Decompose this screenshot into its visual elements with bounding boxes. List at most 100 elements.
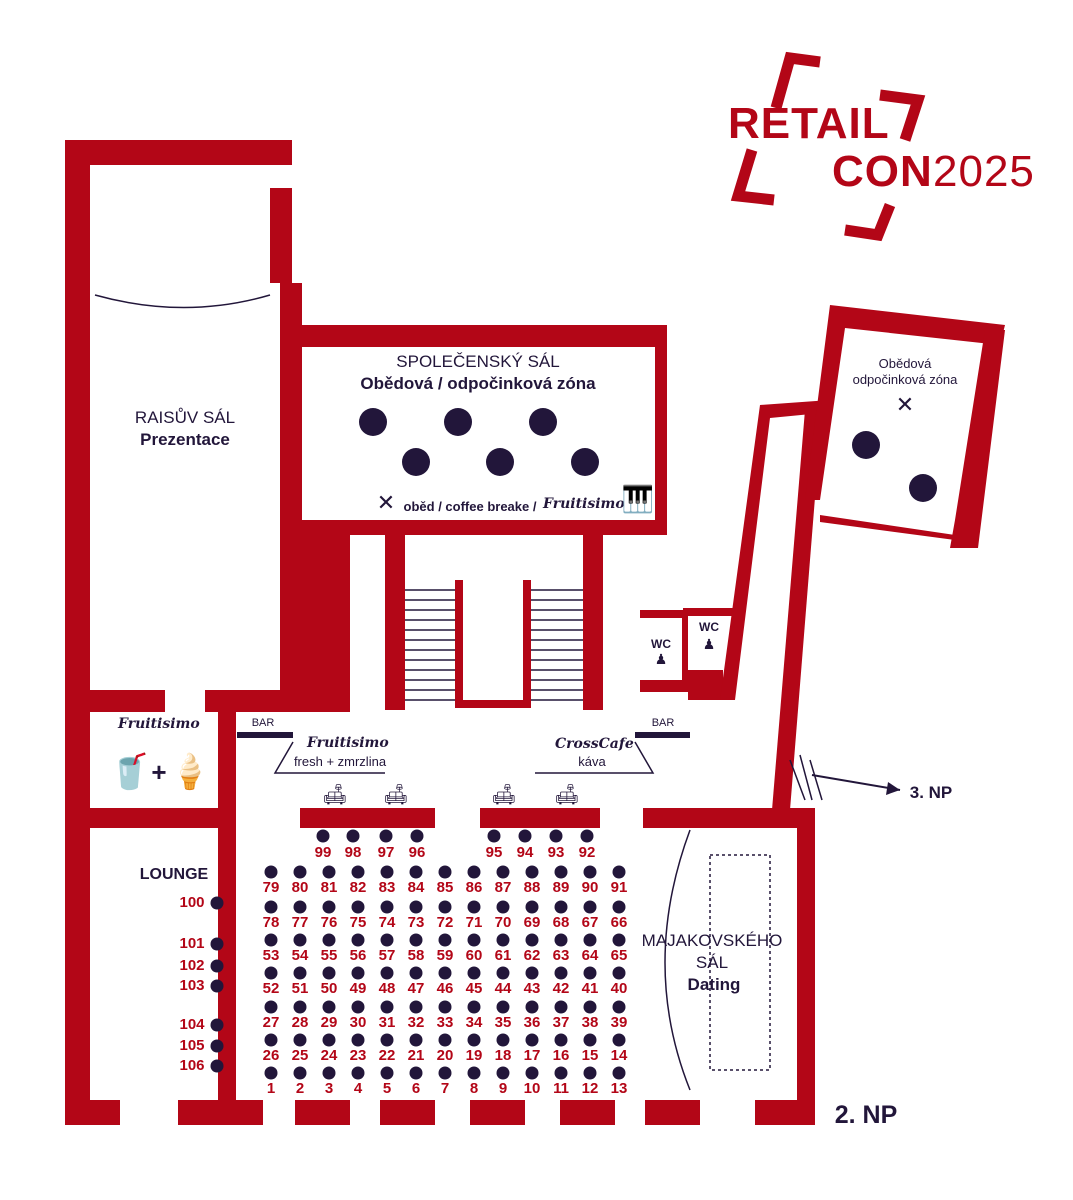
booth-74-marker[interactable]: [380, 900, 394, 914]
booth-65-marker[interactable]: [612, 933, 626, 947]
booth-84-marker[interactable]: [409, 865, 423, 879]
booth-54-marker[interactable]: [293, 933, 307, 947]
booth-101-marker[interactable]: [210, 937, 224, 951]
booth-23-marker[interactable]: [351, 1033, 365, 1047]
booth-11-marker[interactable]: [554, 1066, 568, 1080]
booth-89-marker[interactable]: [554, 865, 568, 879]
booth-10-marker[interactable]: [525, 1066, 539, 1080]
booth-90-marker[interactable]: [583, 865, 597, 879]
booth-50-marker[interactable]: [322, 966, 336, 980]
booth-13-marker[interactable]: [612, 1066, 626, 1080]
booth-30-marker[interactable]: [351, 1000, 365, 1014]
booth-36-marker[interactable]: [525, 1000, 539, 1014]
booth-78-marker[interactable]: [264, 900, 278, 914]
booth-8-marker[interactable]: [467, 1066, 481, 1080]
booth-24-marker[interactable]: [322, 1033, 336, 1047]
booth-85-marker[interactable]: [438, 865, 452, 879]
booth-72-marker[interactable]: [438, 900, 452, 914]
booth-61-marker[interactable]: [496, 933, 510, 947]
booth-56-marker[interactable]: [351, 933, 365, 947]
booth-81-marker[interactable]: [322, 865, 336, 879]
booth-38-marker[interactable]: [583, 1000, 597, 1014]
booth-53-marker[interactable]: [264, 933, 278, 947]
booth-88-marker[interactable]: [525, 865, 539, 879]
booth-67-marker[interactable]: [583, 900, 597, 914]
booth-98-marker[interactable]: [346, 829, 360, 843]
booth-2-marker[interactable]: [293, 1066, 307, 1080]
booth-91-marker[interactable]: [612, 865, 626, 879]
booth-22-marker[interactable]: [380, 1033, 394, 1047]
booth-55-marker[interactable]: [322, 933, 336, 947]
booth-94-marker[interactable]: [518, 829, 532, 843]
booth-100-marker[interactable]: [210, 896, 224, 910]
booth-97-marker[interactable]: [379, 829, 393, 843]
booth-58-marker[interactable]: [409, 933, 423, 947]
booth-79-marker[interactable]: [264, 865, 278, 879]
booth-80-marker[interactable]: [293, 865, 307, 879]
booth-4-marker[interactable]: [351, 1066, 365, 1080]
booth-5-marker[interactable]: [380, 1066, 394, 1080]
booth-93-marker[interactable]: [549, 829, 563, 843]
booth-21-marker[interactable]: [409, 1033, 423, 1047]
booth-82-marker[interactable]: [351, 865, 365, 879]
booth-12-marker[interactable]: [583, 1066, 597, 1080]
booth-52-marker[interactable]: [264, 966, 278, 980]
booth-6-marker[interactable]: [409, 1066, 423, 1080]
booth-34-marker[interactable]: [467, 1000, 481, 1014]
booth-14-marker[interactable]: [612, 1033, 626, 1047]
booth-49-marker[interactable]: [351, 966, 365, 980]
booth-41-marker[interactable]: [583, 966, 597, 980]
booth-102-marker[interactable]: [210, 959, 224, 973]
booth-106-marker[interactable]: [210, 1059, 224, 1073]
booth-76-marker[interactable]: [322, 900, 336, 914]
booth-66-marker[interactable]: [612, 900, 626, 914]
booth-17-marker[interactable]: [525, 1033, 539, 1047]
booth-39-marker[interactable]: [612, 1000, 626, 1014]
booth-57-marker[interactable]: [380, 933, 394, 947]
booth-95-marker[interactable]: [487, 829, 501, 843]
booth-104-marker[interactable]: [210, 1018, 224, 1032]
booth-70-marker[interactable]: [496, 900, 510, 914]
booth-1-marker[interactable]: [264, 1066, 278, 1080]
booth-19-marker[interactable]: [467, 1033, 481, 1047]
booth-64-marker[interactable]: [583, 933, 597, 947]
booth-29-marker[interactable]: [322, 1000, 336, 1014]
booth-73-marker[interactable]: [409, 900, 423, 914]
booth-15-marker[interactable]: [583, 1033, 597, 1047]
booth-31-marker[interactable]: [380, 1000, 394, 1014]
booth-69-marker[interactable]: [525, 900, 539, 914]
booth-16-marker[interactable]: [554, 1033, 568, 1047]
booth-87-marker[interactable]: [496, 865, 510, 879]
booth-86-marker[interactable]: [467, 865, 481, 879]
booth-60-marker[interactable]: [467, 933, 481, 947]
booth-28-marker[interactable]: [293, 1000, 307, 1014]
booth-37-marker[interactable]: [554, 1000, 568, 1014]
booth-47-marker[interactable]: [409, 966, 423, 980]
booth-68-marker[interactable]: [554, 900, 568, 914]
booth-77-marker[interactable]: [293, 900, 307, 914]
booth-43-marker[interactable]: [525, 966, 539, 980]
booth-33-marker[interactable]: [438, 1000, 452, 1014]
booth-83-marker[interactable]: [380, 865, 394, 879]
booth-75-marker[interactable]: [351, 900, 365, 914]
booth-42-marker[interactable]: [554, 966, 568, 980]
booth-20-marker[interactable]: [438, 1033, 452, 1047]
booth-99-marker[interactable]: [316, 829, 330, 843]
booth-7-marker[interactable]: [438, 1066, 452, 1080]
booth-51-marker[interactable]: [293, 966, 307, 980]
booth-46-marker[interactable]: [438, 966, 452, 980]
booth-92-marker[interactable]: [580, 829, 594, 843]
booth-71-marker[interactable]: [467, 900, 481, 914]
booth-25-marker[interactable]: [293, 1033, 307, 1047]
booth-18-marker[interactable]: [496, 1033, 510, 1047]
booth-26-marker[interactable]: [264, 1033, 278, 1047]
booth-103-marker[interactable]: [210, 979, 224, 993]
booth-45-marker[interactable]: [467, 966, 481, 980]
booth-40-marker[interactable]: [612, 966, 626, 980]
booth-9-marker[interactable]: [496, 1066, 510, 1080]
booth-35-marker[interactable]: [496, 1000, 510, 1014]
booth-63-marker[interactable]: [554, 933, 568, 947]
booth-3-marker[interactable]: [322, 1066, 336, 1080]
booth-62-marker[interactable]: [525, 933, 539, 947]
booth-44-marker[interactable]: [496, 966, 510, 980]
